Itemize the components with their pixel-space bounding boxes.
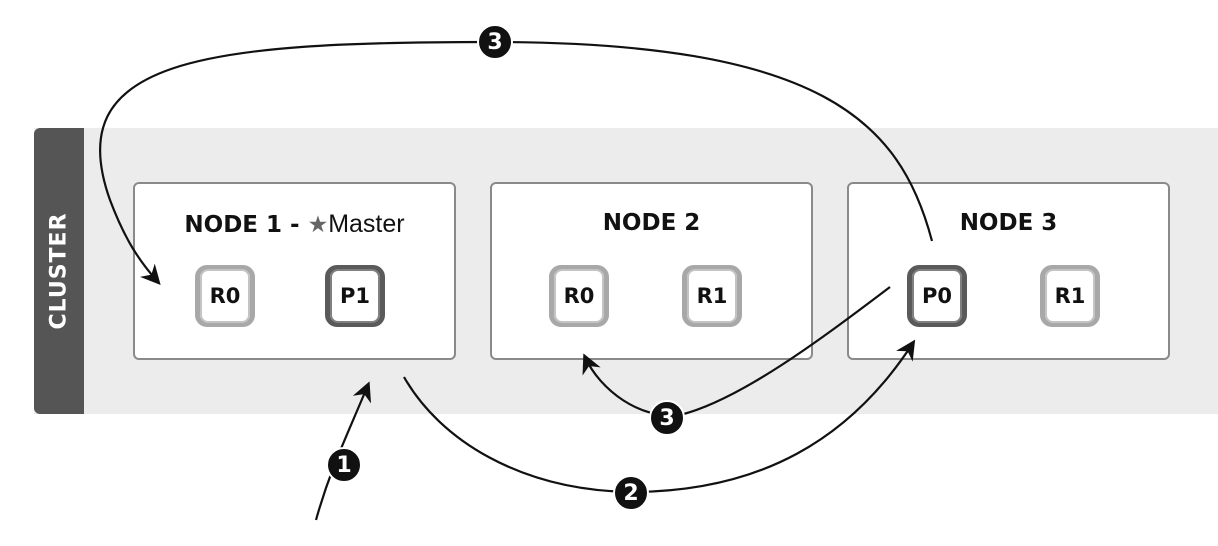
shard-r0-node-1: R0 xyxy=(195,265,255,327)
step-badge-1: 1 xyxy=(326,447,362,483)
step-badge-3-top: 3 xyxy=(477,24,513,60)
step-badge-2: 2 xyxy=(613,475,649,511)
replicate-arrow-bottom xyxy=(582,286,891,417)
cluster-tab xyxy=(34,128,84,414)
step-badge-3-bottom: 3 xyxy=(649,400,685,436)
shard-r1-node-2: R1 xyxy=(682,265,742,327)
master-label: Master xyxy=(328,210,405,238)
node-3-title: NODE 3 xyxy=(959,210,1058,236)
shard-p0-node-3: P0 xyxy=(907,265,967,327)
node-1-title: NODE 1 - ★Master xyxy=(135,210,454,239)
shard-p1-node-1: P1 xyxy=(325,265,385,327)
shard-r1-node-3: R1 xyxy=(1040,265,1100,327)
shard-r0-node-2: R0 xyxy=(549,265,609,327)
node-2-title: NODE 2 xyxy=(602,210,701,236)
node-2: NODE 2 R0 R1 xyxy=(490,182,813,360)
node-1: NODE 1 - ★Master R0 P1 xyxy=(133,182,456,360)
replicate-arrow-top xyxy=(99,40,934,285)
star-icon: ★ xyxy=(307,212,329,238)
node-3: NODE 3 P0 R1 xyxy=(847,182,1170,360)
node-1-title-text: NODE 1 - xyxy=(184,212,308,238)
